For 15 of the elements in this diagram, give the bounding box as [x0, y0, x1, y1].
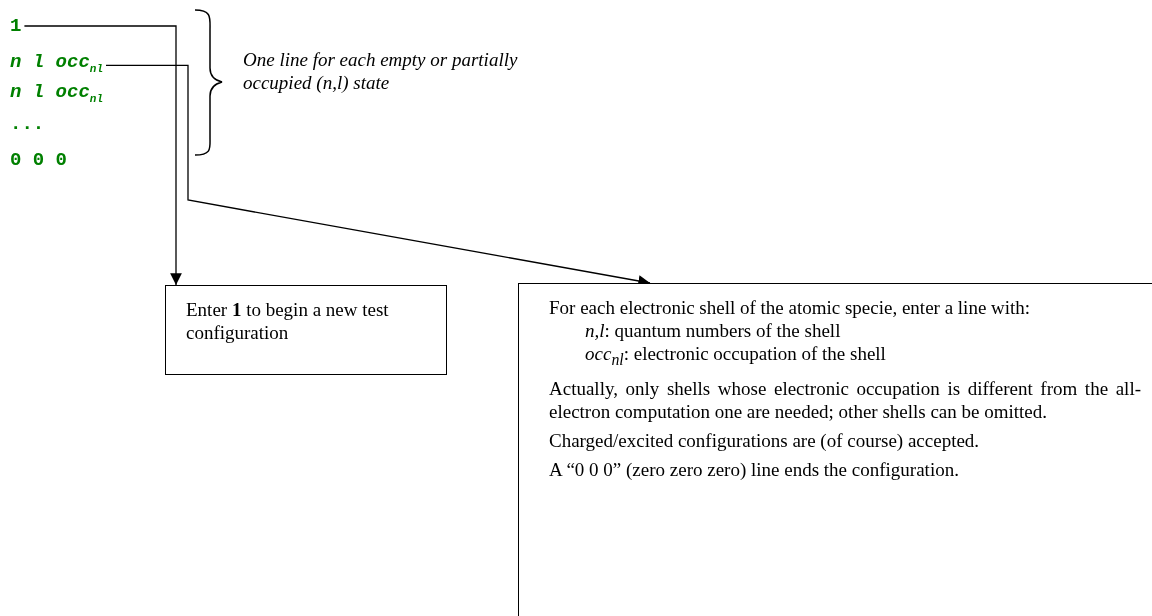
brace-note: One line for each empty or partially occupied (n,l) state: [243, 48, 519, 94]
paragraph: For each electronic shell of the atomic specie, enter a line with:: [549, 296, 1032, 319]
paragraph: Actually, only shells whose electronic occupation is different from the all-electron computation one are needed; other shells can be omitted.: [549, 376, 1141, 423]
paragraph: A “0 0 0” (zero zero zero) line ends the configuration.: [549, 457, 960, 481]
code-line: ...: [10, 112, 45, 136]
instruction-box: Enter 1 to begin a new test configuration: [165, 285, 447, 375]
instruction-box: [518, 283, 1152, 616]
definition-line: occ$_{nl}$: electronic occupation of the shell: [584, 342, 887, 370]
code-line: 0 0 0: [10, 148, 67, 172]
arrow: [23, 25, 182, 286]
code-line: n l occ$_{nl}$: [10, 50, 104, 81]
paragraph: Charged/excited configurations are (of course) accepted.: [549, 428, 981, 452]
code-line: 1: [10, 14, 22, 38]
definition-line: n,l: quantum numbers of the shell: [584, 319, 842, 342]
code-line: n l occ$_{nl}$: [10, 80, 104, 107]
